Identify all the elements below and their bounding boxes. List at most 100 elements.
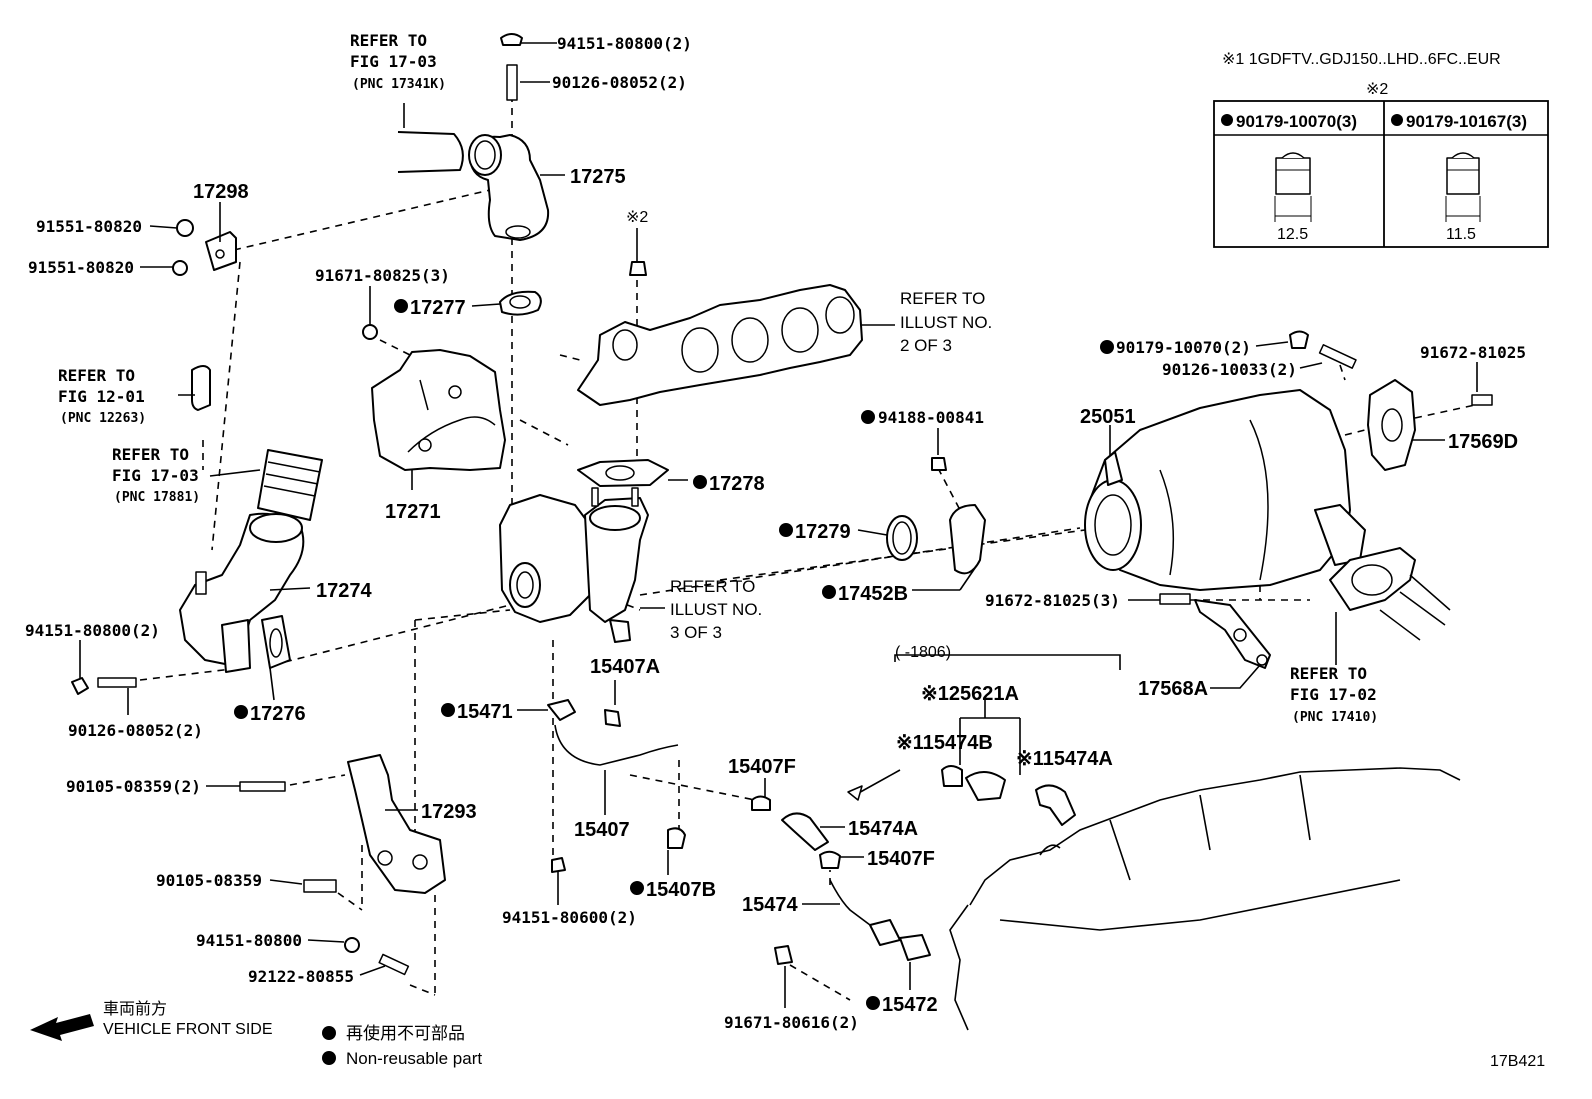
- label-90126-08052-top: 90126-08052(2): [552, 73, 687, 92]
- part-17568a-bracket: [1159, 593, 1271, 669]
- label-25621a: ※125621A: [921, 683, 1019, 705]
- ref-17341k-line2: FIG 17-03: [350, 52, 437, 71]
- label-90105-08359-2: 90105-08359(2): [66, 777, 201, 796]
- part-17277-gasket: [499, 290, 542, 316]
- ref-17410-line1: REFER TO: [1290, 664, 1367, 683]
- ref-17881-line3: (PNC 17881): [114, 490, 200, 505]
- label-17452b: 17452B: [838, 583, 908, 605]
- label-94151-80800-bot: 94151-80800: [196, 931, 302, 950]
- label-91672-81025: 91672-81025: [1420, 343, 1526, 362]
- label-94188-00841: 94188-00841: [878, 408, 984, 427]
- label-15407a: 15407A: [590, 656, 660, 678]
- label-17568a: 17568A: [1138, 678, 1208, 700]
- ref-17410-line2: FIG 17-02: [1290, 685, 1377, 704]
- label-range-1806: ( -1806): [895, 644, 951, 661]
- label-17274: 17274: [316, 580, 372, 602]
- label-90126-08052-left: 90126-08052(2): [68, 721, 203, 740]
- engine-block-outline: [949, 767, 1461, 1031]
- part-17298-bracket: [172, 219, 237, 276]
- part-17271-insulator: [362, 324, 506, 471]
- legend-nonreuse-jp: 再使用不可部品: [346, 1023, 465, 1043]
- label-15472: 15472: [882, 994, 938, 1016]
- label-15407b: 15407B: [646, 879, 716, 901]
- label-15407f-a: 15407F: [728, 756, 796, 778]
- part-17569d-flange: [1289, 330, 1493, 471]
- ref-ill2-line1: REFER TO: [900, 289, 985, 308]
- label-17275: 17275: [570, 166, 626, 188]
- label-91671-80616: 91671-80616(2): [724, 1013, 859, 1032]
- note-box: ※1 1GDFTV..GDJ150..LHD..6FC..EUR ※2 9017…: [1213, 51, 1549, 248]
- label-15407: 15407: [574, 819, 630, 841]
- label-91551-80820-a: 91551-80820: [36, 217, 142, 236]
- label-90105-08359: 90105-08359: [156, 871, 262, 890]
- front-arrow-icon: [30, 1014, 94, 1041]
- label-25051: 25051: [1080, 406, 1136, 428]
- label-90179-10070: 90179-10070(2): [1116, 338, 1251, 357]
- turbocharger: [499, 487, 649, 643]
- legend-front-jp: 車両前方: [103, 1000, 167, 1018]
- label-note2: ※2: [626, 209, 648, 226]
- part-17275-elbow: [468, 134, 550, 241]
- legend-nonreuse-en: Non-reusable part: [346, 1049, 482, 1068]
- note-col1-part: 90179-10070(3): [1236, 112, 1357, 131]
- label-15407f-b: 15407F: [867, 848, 935, 870]
- ref-17341k-line1: REFER TO: [350, 31, 427, 50]
- label-15474a-note: ※115474A: [1016, 748, 1113, 770]
- note-box-header: ※1 1GDFTV..GDJ150..LHD..6FC..EUR: [1222, 51, 1501, 68]
- leader-lines: [79, 42, 1478, 1008]
- ref-12263-line1: REFER TO: [58, 366, 135, 385]
- ref-17341k-line3: (PNC 17341K): [352, 77, 446, 92]
- label-94151-80600: 94151-80600(2): [502, 908, 637, 927]
- ref-17410-line3: (PNC 17410): [1292, 710, 1378, 725]
- label-94151-80800-top: 94151-80800(2): [557, 34, 692, 53]
- note-col1-dim: 12.5: [1277, 226, 1308, 243]
- label-17278: 17278: [709, 473, 765, 495]
- ref-ill2-line3: 2 OF 3: [900, 336, 952, 355]
- ref-ill2-line2: ILLUST NO.: [900, 313, 992, 332]
- part-17452b-clamp: [931, 457, 986, 575]
- label-90126-10033: 90126-10033(2): [1162, 360, 1297, 379]
- ref-17881-line1: REFER TO: [112, 445, 189, 464]
- label-91551-80820-b: 91551-80820: [28, 258, 134, 277]
- nonreusable-dot-icon: [322, 1026, 336, 1040]
- nut-icon: [1274, 152, 1312, 222]
- label-15471: 15471: [457, 701, 513, 723]
- label-17293: 17293: [421, 801, 477, 823]
- label-91671-80825: 91671-80825(3): [315, 266, 450, 285]
- label-15474: 15474: [742, 894, 798, 916]
- ref-ill3-line3: 3 OF 3: [670, 623, 722, 642]
- part-17276-gasket: [261, 615, 291, 669]
- label-17276: 17276: [250, 703, 306, 725]
- ref-ill3-line1: REFER TO: [670, 577, 755, 596]
- nonreusable-dot-icon: [322, 1051, 336, 1065]
- stud-top: [500, 33, 523, 101]
- nut-icon: [1445, 152, 1481, 222]
- ref-17881-line2: FIG 17-03: [112, 466, 199, 485]
- figure-code: 17B421: [1490, 1053, 1545, 1070]
- legend: 車両前方 VEHICLE FRONT SIDE 再使用不可部品 Non-reus…: [30, 1000, 1545, 1070]
- label-15474b: ※115474B: [896, 732, 993, 754]
- ref-12263-line3: (PNC 12263): [60, 411, 146, 426]
- part-25051-catalytic-converter: [1084, 389, 1366, 591]
- label-17298: 17298: [193, 181, 249, 203]
- air-pipe-ref: [397, 103, 464, 173]
- part-17278-gasket: [577, 459, 669, 487]
- label-94151-80800-left: 94151-80800(2): [25, 621, 160, 640]
- part-15474-hoses: [751, 765, 1076, 965]
- ref-12263-line2: FIG 12-01: [58, 387, 145, 406]
- part-15407-oil-pipe: [547, 699, 686, 873]
- part-17279-gasket: [886, 515, 918, 561]
- ref-ill3-line2: ILLUST NO.: [670, 600, 762, 619]
- label-17279: 17279: [795, 521, 851, 543]
- legend-front-en: VEHICLE FRONT SIDE: [103, 1021, 273, 1038]
- label-15474a: 15474A: [848, 818, 918, 840]
- label-17569d: 17569D: [1448, 431, 1518, 453]
- label-17277: 17277: [410, 297, 466, 319]
- note-col2-part: 90179-10167(3): [1406, 112, 1527, 131]
- stud-left: [71, 677, 137, 695]
- label-92122-80855: 92122-80855: [248, 967, 354, 986]
- label-91672-81025-3: 91672-81025(3): [985, 591, 1120, 610]
- part-labels: REFER TO FIG 17-03 (PNC 17341K) 94151-80…: [25, 31, 1526, 1032]
- label-17271: 17271: [385, 501, 441, 523]
